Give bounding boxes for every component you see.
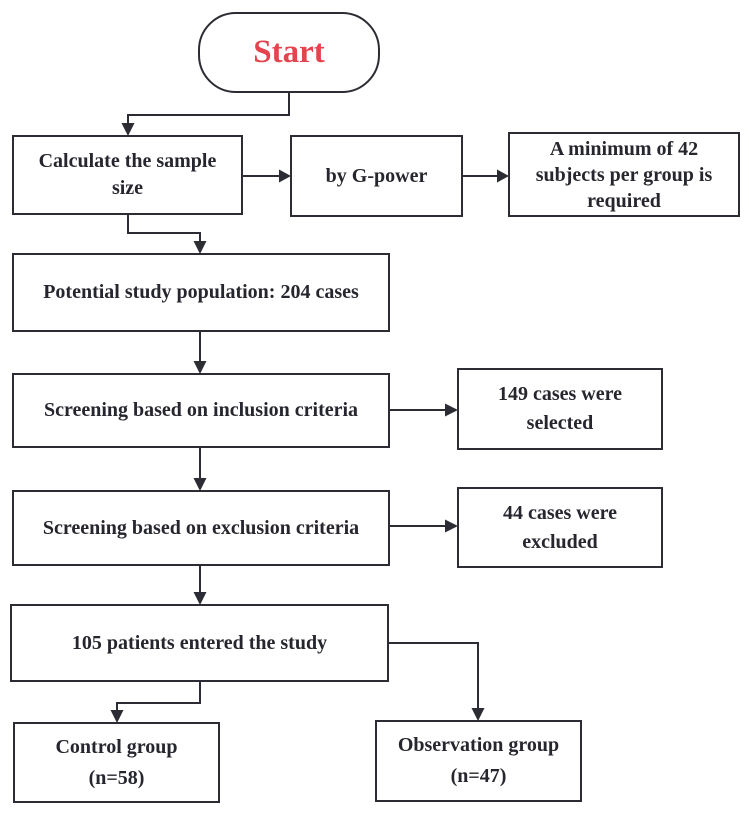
node-minimum-subjects: A minimum of 42 subjects per group is re… <box>508 132 740 217</box>
node-start: Start <box>198 12 380 93</box>
node-observation-group: Observation group (n=47) <box>375 720 582 802</box>
node-calculate-sample-size-label: Calculate the sample size <box>38 150 217 199</box>
node-observation-group-label: Observation group (n=47) <box>397 734 560 787</box>
arrow-calculate-to-population <box>127 215 207 254</box>
arrow-population-to-inclusion <box>193 332 207 374</box>
node-minimum-subjects-label: A minimum of 42 subjects per group is re… <box>535 137 713 212</box>
arrow-start-to-calculate <box>121 93 290 136</box>
node-control-group-label: Control group (n=58) <box>55 735 178 789</box>
node-inclusion-screening-label: Screening based on inclusion criteria <box>43 399 359 421</box>
node-potential-population-label: Potential study population: 204 cases <box>43 281 359 303</box>
arrow-entered-to-observation <box>389 642 485 721</box>
arrow-gpower-to-minimum <box>463 169 509 183</box>
node-inclusion-screening: Screening based on inclusion criteria <box>12 373 390 448</box>
node-patients-entered: 105 patients entered the study <box>10 604 389 682</box>
node-calculate-sample-size: Calculate the sample size <box>12 135 243 215</box>
node-start-label: Start <box>253 34 325 71</box>
arrow-calculate-to-gpower <box>243 169 291 183</box>
node-exclusion-screening-label: Screening based on exclusion criteria <box>42 516 360 539</box>
node-cases-selected: 149 cases were selected <box>457 368 663 450</box>
node-exclusion-screening: Screening based on exclusion criteria <box>12 490 390 566</box>
node-potential-population: Potential study population: 204 cases <box>12 253 390 332</box>
node-cases-excluded-label: 44 cases were excluded <box>502 501 618 553</box>
node-patients-entered-label: 105 patients entered the study <box>71 631 328 654</box>
node-by-gpower: by G-power <box>290 135 463 217</box>
arrow-inclusion-to-selected <box>390 403 458 417</box>
node-by-gpower-label: by G-power <box>325 164 428 187</box>
arrow-exclusion-to-excluded <box>390 519 458 533</box>
arrow-exclusion-to-entered <box>193 566 207 605</box>
arrow-inclusion-to-exclusion <box>193 448 207 491</box>
arrow-entered-to-control <box>110 682 201 723</box>
node-cases-selected-label: 149 cases were selected <box>497 383 623 434</box>
node-cases-excluded: 44 cases were excluded <box>457 487 663 568</box>
node-control-group: Control group (n=58) <box>13 722 220 803</box>
